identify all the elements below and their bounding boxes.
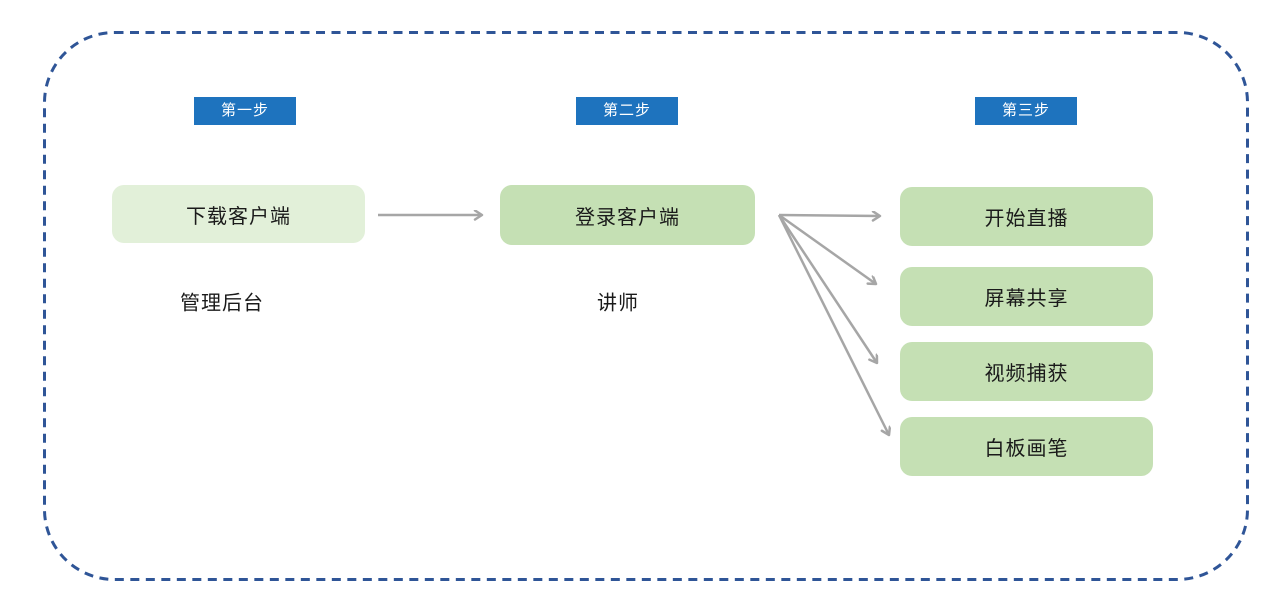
step-3-badge: 第三步 [975, 97, 1077, 125]
arrow-login-to-start-live [778, 215, 880, 216]
download-client-box: 下载客户端 [112, 185, 365, 243]
arrow-login-to-screen-share [778, 213, 876, 284]
whiteboard-pen-box: 白板画笔 [900, 417, 1153, 476]
start-live-box: 开始直播 [900, 187, 1153, 246]
arrow-login-to-video-capture [777, 214, 877, 363]
step-2-badge: 第二步 [576, 97, 678, 125]
arrow-login-to-whiteboard-pen [777, 214, 889, 435]
video-capture-box: 视频捕获 [900, 342, 1153, 401]
admin-backend-label: 管理后台 [180, 292, 264, 315]
step-1-badge: 第一步 [194, 97, 296, 125]
login-client-box: 登录客户端 [500, 185, 755, 245]
screen-share-box: 屏幕共享 [900, 267, 1153, 326]
lecturer-label: 讲师 [597, 292, 639, 315]
